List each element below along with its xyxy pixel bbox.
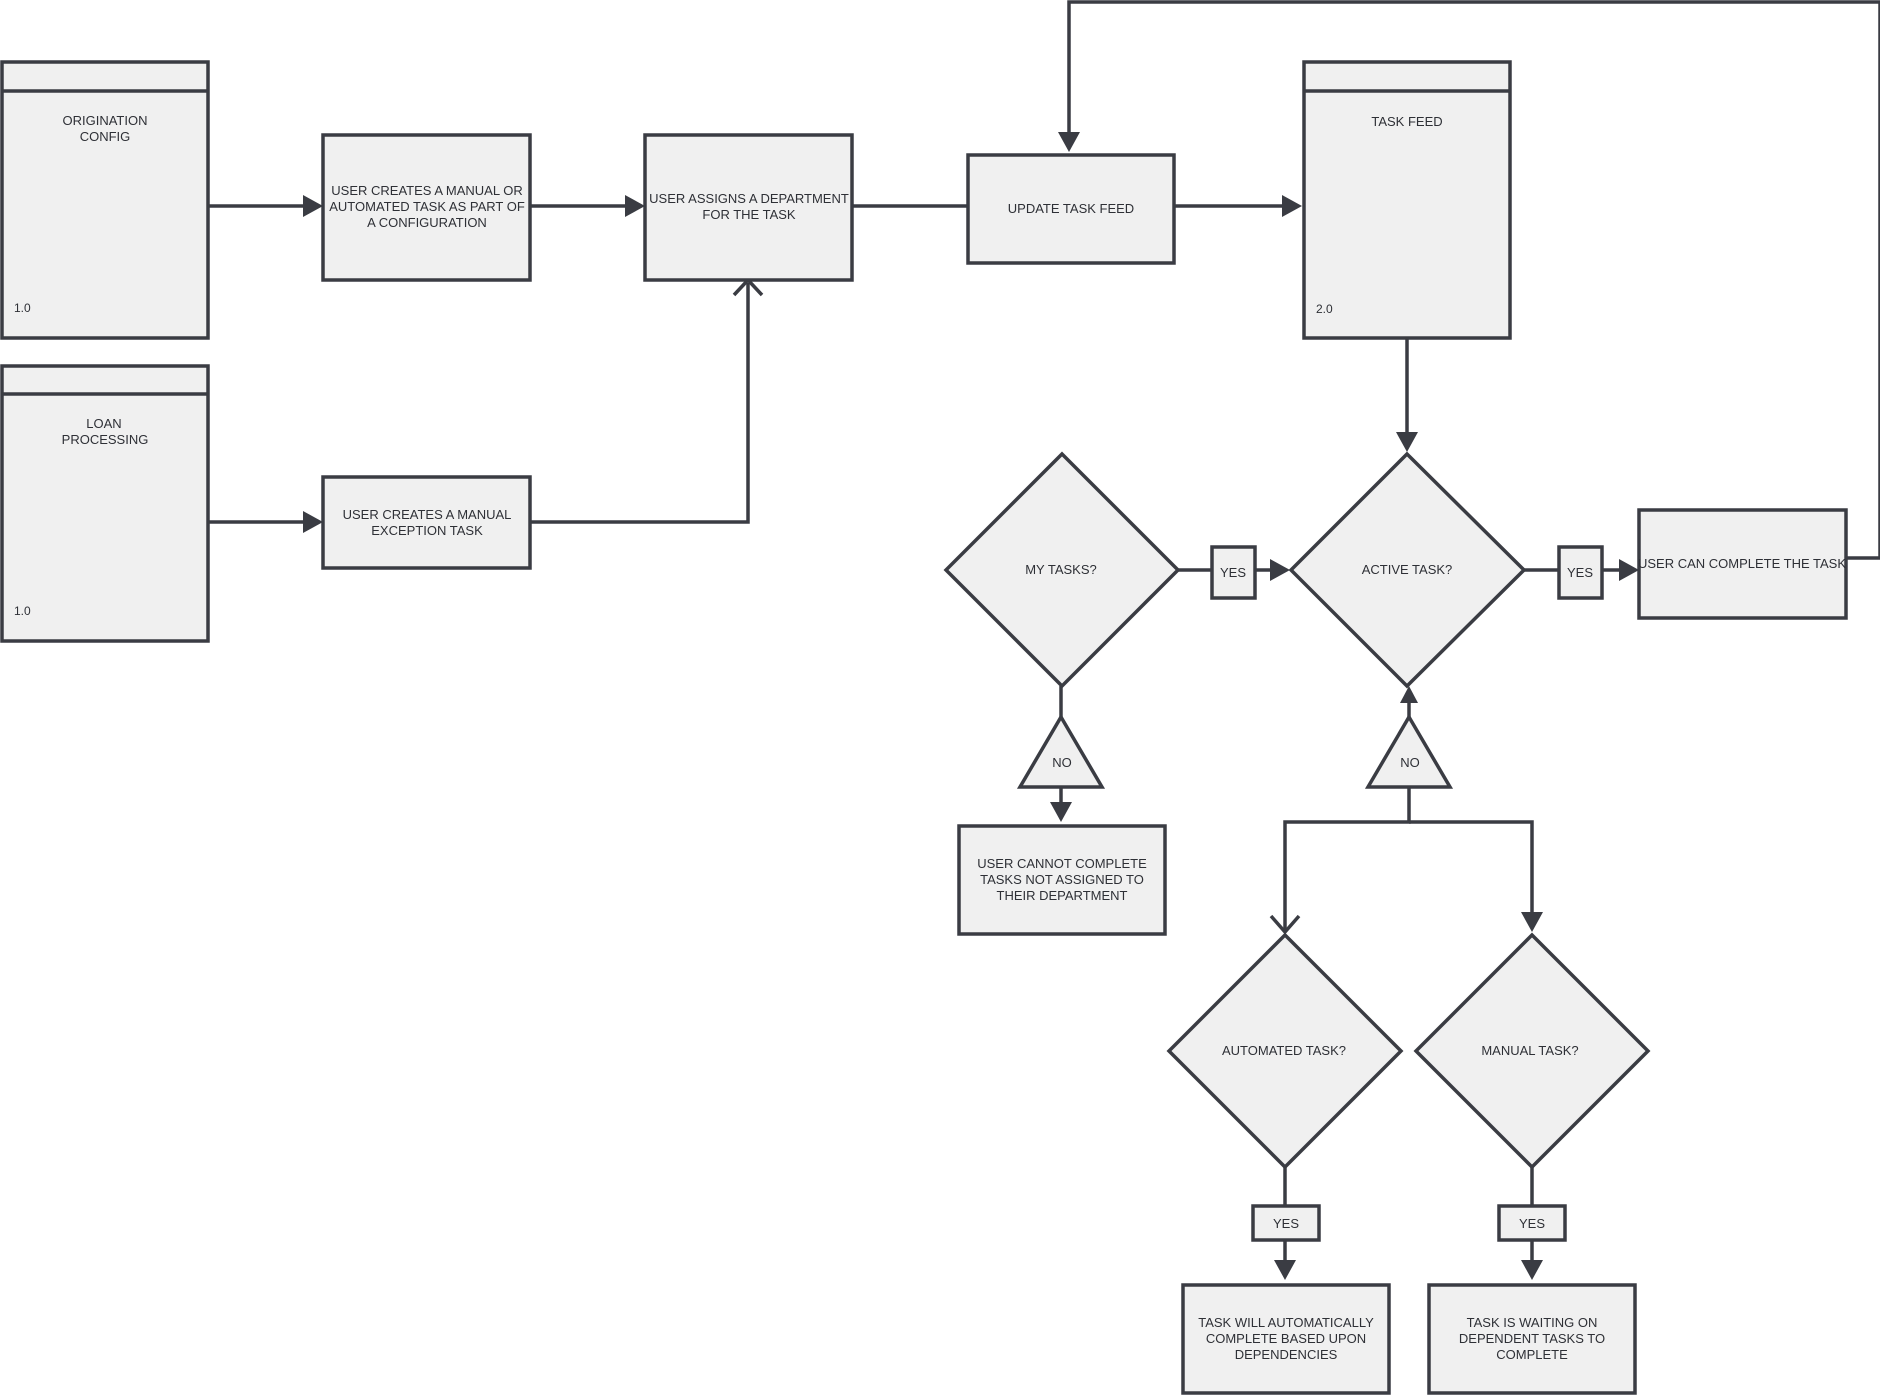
arrowhead — [303, 195, 323, 217]
svg-text:YES: YES — [1567, 565, 1593, 580]
decision-label: ACTIVE TASK? — [1362, 562, 1453, 577]
arrowhead — [1274, 1260, 1296, 1280]
step-create-config-task: USER CREATES A MANUAL OR AUTOMATED TASK … — [321, 133, 532, 282]
step-text-line: UPDATE TASK FEED — [1008, 201, 1134, 216]
svg-text:YES: YES — [1273, 1216, 1299, 1231]
origination-title-line2: CONFIG — [80, 129, 131, 144]
step-text-line: TASKS NOT ASSIGNED TO — [980, 872, 1144, 887]
arrowhead — [1282, 195, 1302, 217]
connector-no-split — [1283, 787, 1411, 930]
arrowhead — [1400, 686, 1418, 703]
step-assign-department: USER ASSIGNS A DEPARTMENT FOR THE TASK — [643, 133, 854, 282]
origination-title-line1: ORIGINATION — [63, 113, 148, 128]
svg-text:YES: YES — [1519, 1216, 1545, 1231]
arrowhead — [1050, 802, 1072, 822]
connector-complete-loop-to-update — [1067, 0, 1880, 560]
connector-exception-to-assign — [530, 283, 750, 524]
step-text-line: COMPLETE — [1496, 1347, 1568, 1362]
step-can-complete: USER CAN COMPLETE THE TASK — [1637, 508, 1848, 620]
step-text-line: USER CREATES A MANUAL OR — [331, 183, 522, 198]
process-block-origination: ORIGINATION CONFIG 1.0 — [0, 60, 210, 340]
yes-label-manual: YES — [1497, 1204, 1567, 1242]
decision-my-tasks: MY TASKS? — [943, 451, 1181, 689]
step-text-line: FOR THE TASK — [702, 207, 796, 222]
arrowhead — [303, 511, 323, 533]
process-block-task-feed: TASK FEED 2.0 — [1302, 60, 1512, 340]
step-cannot-complete: USER CANNOT COMPLETE TASKS NOT ASSIGNED … — [957, 824, 1167, 936]
process-block-loan: LOAN PROCESSING 1.0 — [0, 364, 210, 643]
arrowhead — [625, 195, 645, 217]
step-text-line: TASK IS WAITING ON — [1467, 1315, 1598, 1330]
loan-title-line2: PROCESSING — [62, 432, 149, 447]
no-label-active: NO — [1364, 713, 1454, 789]
task-feed-number: 2.0 — [1316, 302, 1333, 316]
svg-text:YES: YES — [1220, 565, 1246, 580]
origination-number: 1.0 — [14, 301, 31, 315]
arrowhead — [1270, 559, 1290, 581]
decision-label: MANUAL TASK? — [1481, 1043, 1578, 1058]
loan-title-line1: LOAN — [86, 416, 121, 431]
step-text-line: COMPLETE BASED UPON — [1206, 1331, 1366, 1346]
decision-automated-task: AUTOMATED TASK? — [1166, 932, 1404, 1170]
decision-label: MY TASKS? — [1025, 562, 1097, 577]
step-update-task-feed: UPDATE TASK FEED — [966, 153, 1176, 265]
step-waiting-dependents: TASK IS WAITING ON DEPENDENT TASKS TO CO… — [1427, 1283, 1637, 1395]
yes-label-my-tasks: YES — [1210, 545, 1257, 600]
task-feed-title: TASK FEED — [1371, 114, 1442, 129]
step-auto-complete: TASK WILL AUTOMATICALLY COMPLETE BASED U… — [1181, 1283, 1391, 1395]
no-label-my-tasks: NO — [1016, 713, 1106, 789]
step-text-line: USER CANNOT COMPLETE — [977, 856, 1147, 871]
step-text-line: DEPENDENCIES — [1235, 1347, 1338, 1362]
arrowhead — [1619, 559, 1639, 581]
arrowhead — [1521, 912, 1543, 932]
connector-no-to-manual — [1409, 820, 1534, 914]
loan-number: 1.0 — [14, 604, 31, 618]
step-text-line: A CONFIGURATION — [367, 215, 487, 230]
step-text-line: DEPENDENT TASKS TO — [1459, 1331, 1605, 1346]
step-text-line: USER CAN COMPLETE THE TASK — [1638, 556, 1846, 571]
open-arrowhead — [1269, 914, 1301, 935]
yes-label-active: YES — [1557, 545, 1604, 600]
step-text-line: EXCEPTION TASK — [371, 523, 483, 538]
arrowhead — [1396, 432, 1418, 452]
step-text-line: USER CREATES A MANUAL — [343, 507, 512, 522]
decision-manual-task: MANUAL TASK? — [1413, 932, 1651, 1170]
step-create-exception-task: USER CREATES A MANUAL EXCEPTION TASK — [321, 475, 532, 570]
step-text-line: AUTOMATED TASK AS PART OF — [329, 199, 525, 214]
svg-text:NO: NO — [1400, 755, 1420, 770]
step-text-line: TASK WILL AUTOMATICALLY — [1198, 1315, 1374, 1330]
decision-label: AUTOMATED TASK? — [1222, 1043, 1346, 1058]
step-text-line: USER ASSIGNS A DEPARTMENT — [649, 191, 849, 206]
yes-label-automated: YES — [1251, 1204, 1321, 1242]
decision-active-task: ACTIVE TASK? — [1288, 451, 1527, 689]
arrowhead — [1058, 132, 1080, 152]
step-text-line: THEIR DEPARTMENT — [997, 888, 1128, 903]
arrowhead — [1521, 1260, 1543, 1280]
svg-text:NO: NO — [1052, 755, 1072, 770]
connectors — [208, 0, 1880, 1280]
